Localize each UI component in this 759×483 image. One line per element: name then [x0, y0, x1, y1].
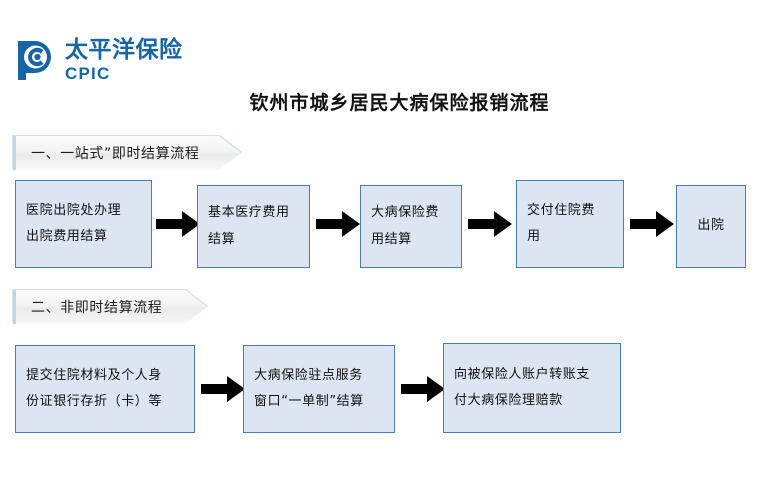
flow-box-pay-hospitalization-fee[interactable]: 交付住院费 用	[516, 180, 624, 268]
flow-box-line: 医院出院处办理	[26, 202, 122, 218]
flow-box-line: 大病保险费	[371, 205, 440, 221]
page-title: 钦州市城乡居民大病保险报销流程	[249, 92, 550, 114]
flow-box-hospital-discharge-settlement[interactable]: 医院出院处办理 出院费用结算	[15, 180, 152, 268]
flow-box-line: 基本医疗费用	[208, 205, 290, 221]
brand-wordmark: 太平洋保险 CPIC	[65, 36, 183, 83]
flow-box-line: 向被保险人账户转账支	[454, 366, 591, 382]
brand-name-cn: 太平洋保险	[65, 36, 183, 63]
flow-box-submit-materials[interactable]: 提交住院材料及个人身 份证银行存折（卡）等	[15, 345, 195, 433]
flow-box-service-window-settlement[interactable]: 大病保险驻点服务 窗口“一单制”结算	[243, 345, 395, 433]
flow-box-transfer-claim-payment[interactable]: 向被保险人账户转账支 付大病保险理赔款	[443, 343, 621, 433]
right-arrow-icon	[316, 211, 360, 237]
right-arrow-icon	[468, 211, 512, 237]
flow-box-line: 用	[527, 229, 541, 244]
brand-logo: 太平洋保险 CPIC	[14, 38, 183, 82]
cpic-p-circle-logo-icon	[18, 41, 51, 80]
flow-box-line: 用结算	[371, 231, 412, 247]
flow-box-line: 窗口“一单制”结算	[254, 394, 364, 409]
flow-box-basic-medical-settlement[interactable]: 基本医疗费用 结算	[197, 185, 310, 268]
flow-box-line: 交付住院费	[527, 202, 596, 218]
section-banner-2: 二、非即时结算流程	[13, 290, 207, 324]
flow-box-line: 大病保险驻点服务	[254, 367, 363, 383]
right-arrow-icon	[201, 376, 245, 402]
flow-box-line: 出院	[697, 218, 725, 234]
flow-box-line: 份证银行存折（卡）等	[26, 394, 163, 409]
flow-box-line: 提交住院材料及个人身	[26, 367, 163, 383]
right-arrow-icon	[401, 376, 445, 402]
section-banner-1: 一、一站式”即时结算流程	[13, 136, 241, 170]
right-arrow-icon	[630, 211, 674, 237]
flow-box-line: 结算	[208, 231, 236, 247]
brand-name-en: CPIC	[65, 63, 111, 83]
flow-box-line: 出院费用结算	[26, 229, 108, 244]
flow-box-discharge[interactable]: 出院	[676, 185, 746, 268]
flow-box-critical-illness-settlement[interactable]: 大病保险费 用结算	[360, 185, 462, 268]
right-arrow-icon	[156, 211, 200, 237]
flow-box-line: 付大病保险理赔款	[454, 393, 563, 408]
